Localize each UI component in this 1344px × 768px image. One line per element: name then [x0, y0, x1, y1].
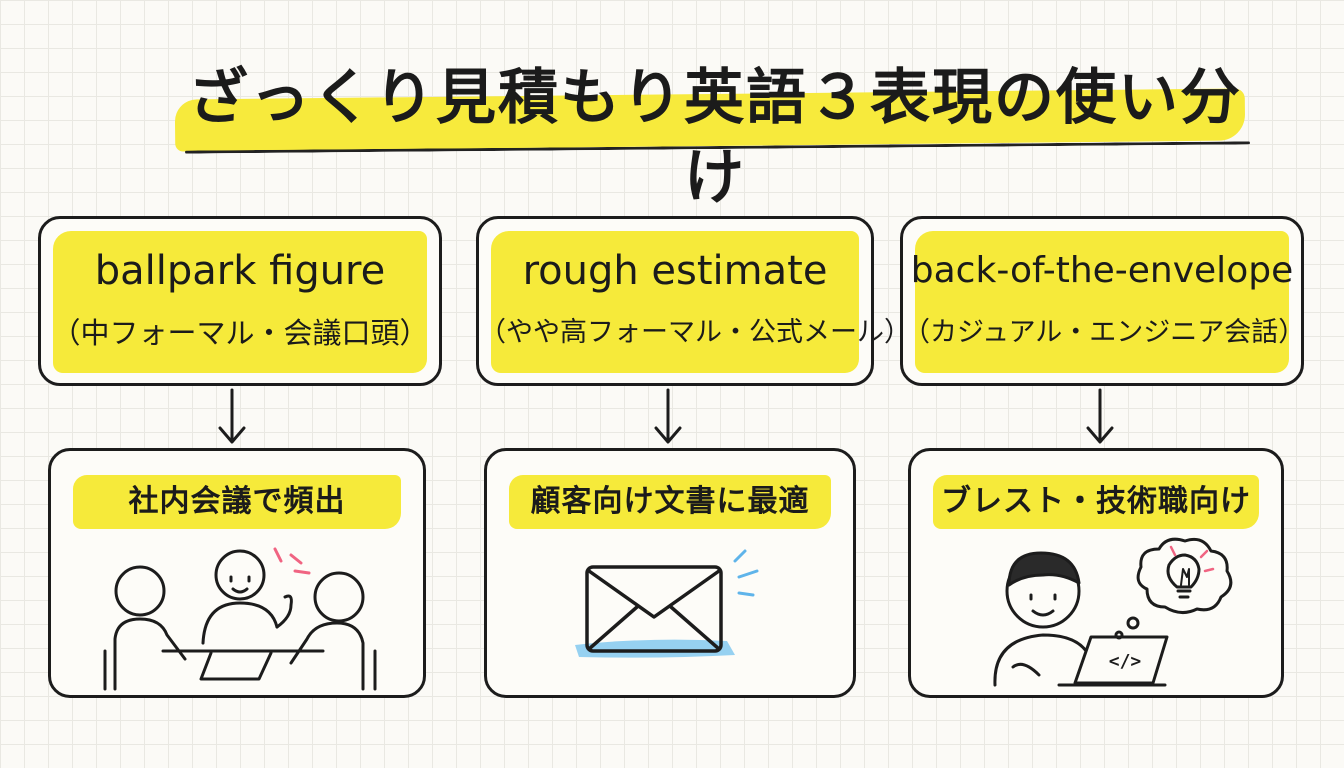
code-symbol: </>	[1109, 651, 1142, 672]
usage-label: ブレスト・技術職向け	[941, 484, 1251, 519]
envelope-icon	[575, 549, 759, 658]
term-highlight	[915, 231, 1289, 373]
expression-formality-note: （カジュアル・エンジニア会話）	[903, 317, 1306, 348]
expression-term: ballpark figure	[94, 248, 386, 294]
down-arrow-icon	[654, 388, 682, 444]
expression-formality-note: （やや高フォーマル・公式メール）	[479, 317, 911, 348]
expression-term: back-of-the-envelope	[910, 250, 1294, 291]
down-arrow-icon	[1086, 388, 1114, 444]
meeting-people-icon	[103, 547, 377, 691]
expression-box-ballpark: ballpark figure （中フォーマル・会議口頭）	[38, 216, 442, 386]
usage-box-ballpark: 社内会議で頻出	[48, 448, 426, 698]
usage-label: 顧客向け文書に最適	[530, 484, 810, 519]
page-title: ざっくり見積もり英語３表現の使い分け	[188, 63, 1242, 213]
usage-box-back-of-the-envelope: ブレスト・技術職向け </>	[908, 448, 1284, 698]
usage-highlight	[509, 475, 831, 529]
usage-highlight	[933, 475, 1259, 529]
engineer-laptop-icon: </>	[993, 537, 1233, 687]
expression-formality-note: （中フォーマル・会議口頭）	[51, 316, 429, 350]
down-arrow-icon	[218, 388, 246, 444]
usage-box-rough-estimate: 顧客向け文書に最適	[484, 448, 856, 698]
expression-term: rough estimate	[522, 248, 828, 294]
usage-label: 社内会議で頻出	[128, 484, 346, 519]
term-highlight	[53, 231, 427, 373]
expression-box-back-of-the-envelope: back-of-the-envelope （カジュアル・エンジニア会話）	[900, 216, 1306, 386]
title-area: ざっくり見積もり英語３表現の使い分け	[174, 58, 1255, 213]
usage-highlight	[73, 475, 401, 529]
expression-box-rough-estimate: rough estimate （やや高フォーマル・公式メール）	[476, 216, 911, 386]
term-highlight	[491, 231, 859, 373]
